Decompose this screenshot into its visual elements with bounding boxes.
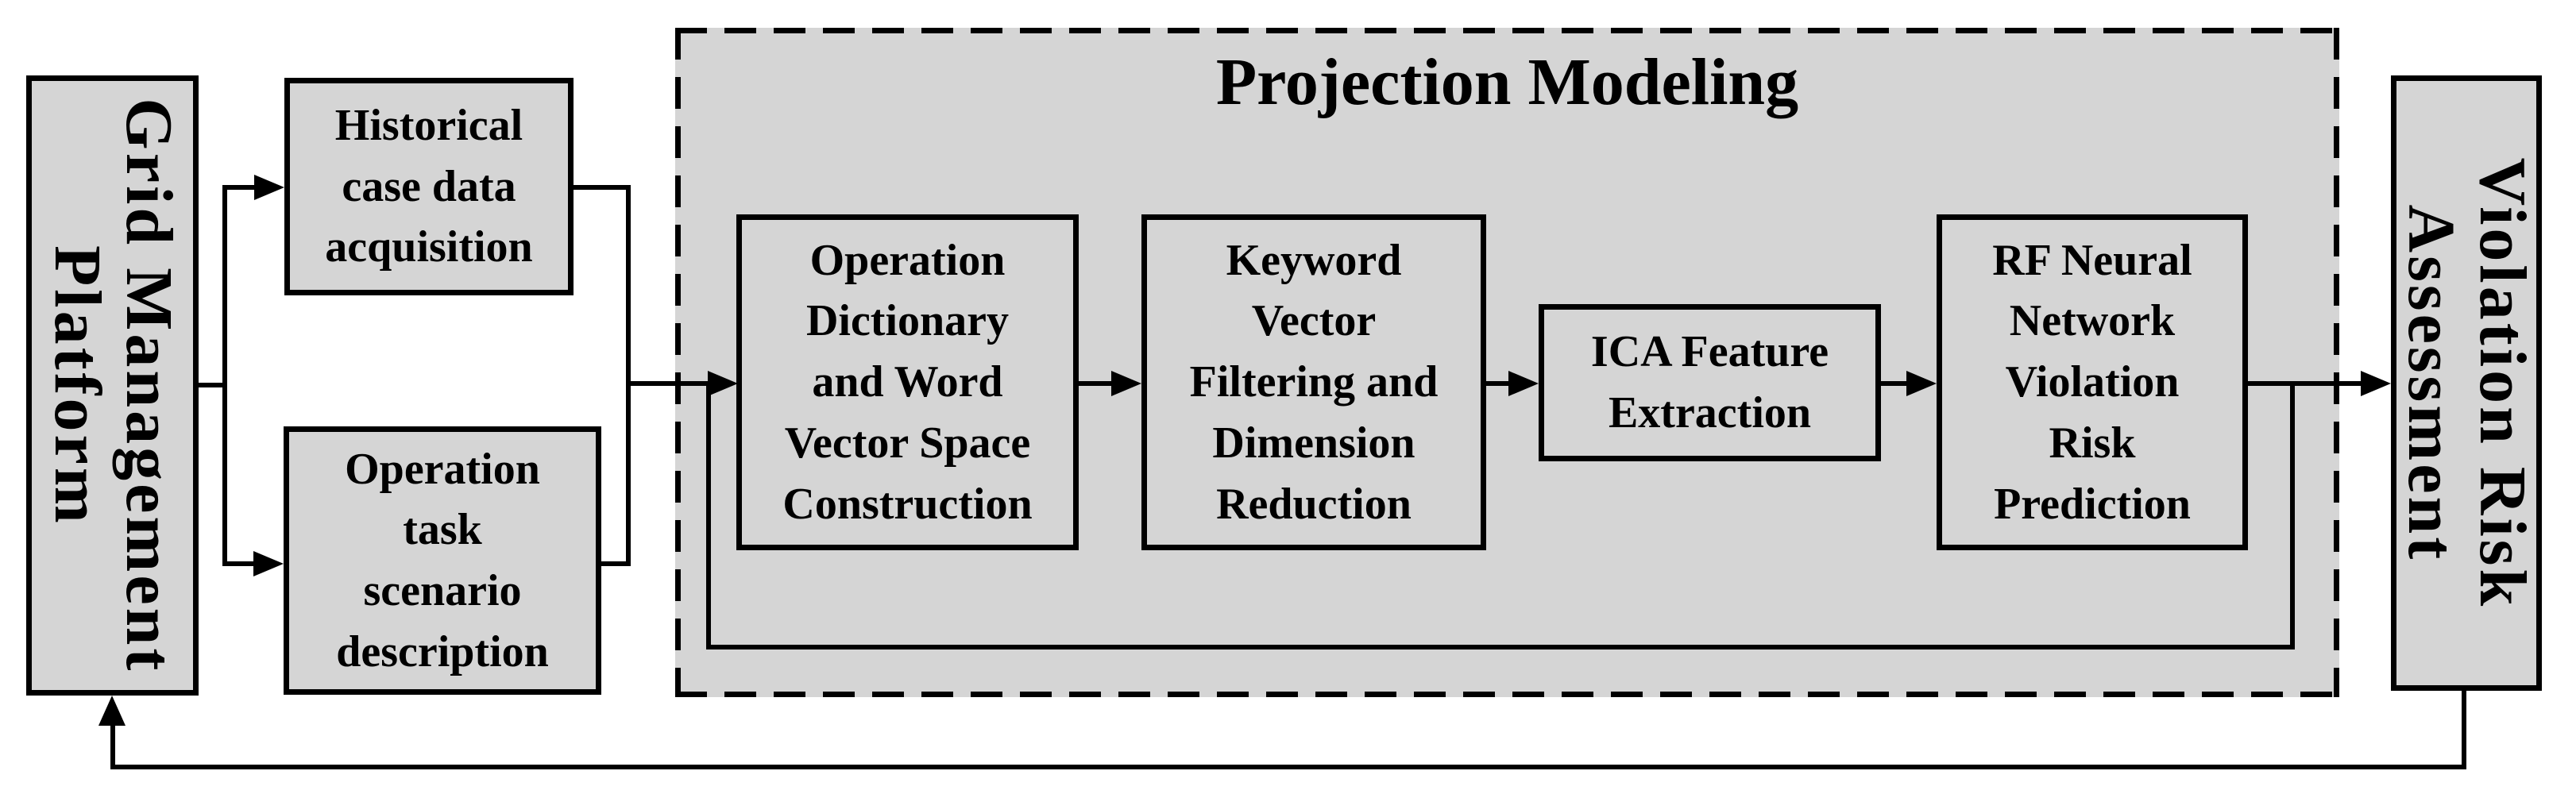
feedback-outer-right-vertical (2462, 688, 2466, 767)
arrowhead-into-keyword-icon (1111, 371, 1141, 396)
dashed-border-left (675, 28, 681, 697)
dashed-border-bottom (675, 692, 2339, 697)
connector-rf-assessment (2246, 381, 2365, 386)
feedback-inner-horizontal (706, 645, 2295, 649)
node-operation-dictionary: Operation Dictionary and Word Vector Spa… (736, 214, 1079, 550)
arrowhead-into-operation-task-icon (253, 551, 284, 576)
connector-gmp-branch-vertical (222, 185, 227, 566)
connector-operation-task-out (599, 561, 631, 566)
feedback-outer-left-vertical (110, 721, 115, 769)
feedback-outer-horizontal (110, 765, 2466, 769)
feedback-inner-left-vertical (706, 384, 711, 649)
node-grid-management-platform: Grid Management Platform (26, 75, 199, 696)
feedback-inner-right-vertical (2290, 384, 2295, 649)
connector-ica-rf (1879, 381, 1910, 386)
connector-merge-vertical (626, 185, 631, 566)
arrowhead-into-historical-icon (254, 175, 284, 200)
arrowhead-into-assessment-icon (2361, 371, 2391, 396)
grid-management-platform-label: Grid Management Platform (40, 98, 186, 673)
connector-to-operation-task (225, 561, 257, 566)
rf-neural-network-label: RF Neural Network Violation Risk Predict… (1992, 235, 2192, 529)
node-violation-risk-assessment: Violation Risk Assessment (2391, 75, 2542, 691)
historical-case-data-label: Historical case data acquisition (325, 100, 533, 272)
arrowhead-into-rf-icon (1906, 371, 1937, 396)
ica-feature-extraction-label: ICA Feature Extraction (1590, 327, 1829, 437)
connector-keyword-ica (1484, 381, 1512, 386)
projection-modeling-title: Projection Modeling (1215, 45, 1799, 119)
node-operation-task-scenario: Operation task scenario description (284, 426, 601, 695)
operation-dictionary-label: Operation Dictionary and Word Vector Spa… (782, 235, 1033, 529)
node-rf-neural-network: RF Neural Network Violation Risk Predict… (1937, 214, 2248, 550)
dashed-border-top (675, 28, 2339, 33)
violation-risk-assessment-label: Violation Risk Assessment (2394, 157, 2539, 609)
connector-into-dictionary (628, 381, 711, 386)
arrowhead-into-ica-icon (1508, 371, 1539, 396)
connector-dictionary-keyword (1076, 381, 1114, 386)
connector-to-historical (225, 185, 257, 190)
keyword-vector-filtering-label: Keyword Vector Filtering and Dimension R… (1189, 235, 1439, 529)
node-keyword-vector-filtering: Keyword Vector Filtering and Dimension R… (1141, 214, 1486, 550)
node-historical-case-data: Historical case data acquisition (284, 78, 574, 295)
operation-task-scenario-label: Operation task scenario description (336, 444, 549, 676)
arrowhead-into-dictionary-icon (708, 371, 738, 396)
dashed-border-right (2334, 28, 2339, 697)
connector-historical-out (571, 185, 631, 190)
node-ica-feature-extraction: ICA Feature Extraction (1539, 304, 1881, 461)
connector-gmp-stub (199, 383, 227, 387)
arrowhead-into-gmp-icon (98, 696, 126, 726)
